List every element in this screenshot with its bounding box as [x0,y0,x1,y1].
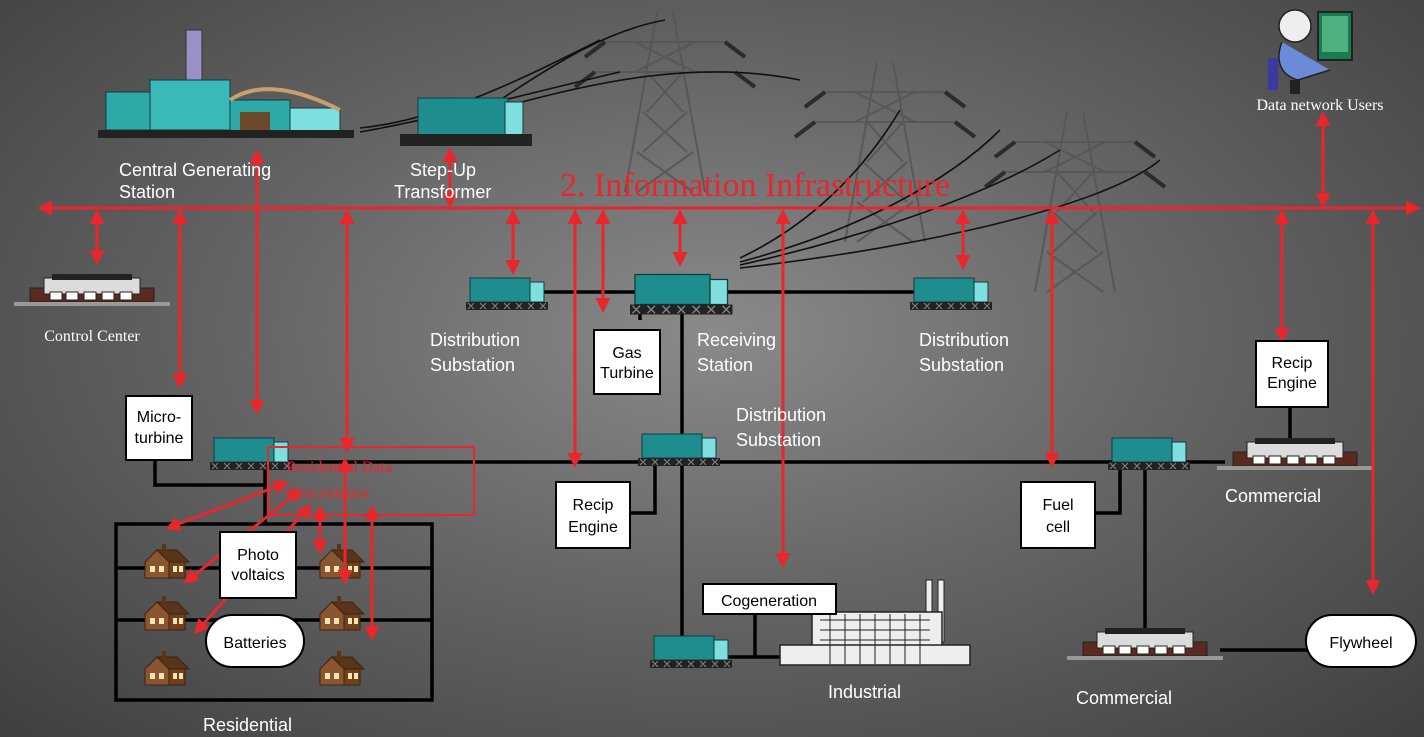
microturbine-box: Micro- turbine [125,395,193,461]
commercial-top-icon [1216,437,1374,471]
step-up-label-1: Step-Up [410,160,476,180]
central-generating-label-2: Station [119,182,175,202]
fuel-cell-box: Fuel cell [1020,481,1096,549]
svg-text:cell: cell [1046,519,1070,536]
svg-text:voltaics: voltaics [231,567,284,584]
commercial-bottom-icon [1066,627,1224,661]
control-center-icon [13,273,171,307]
svg-text:Engine: Engine [1267,375,1317,392]
dist-sub-mid-label-1: Distribution [736,405,826,425]
svg-text:turbine: turbine [135,430,184,447]
commercial-top-label: Commercial [1225,486,1321,506]
dist-sub-left-label-2: Substation [430,355,515,375]
commercial-bottom-label: Commercial [1076,688,1172,708]
control-center-label: Control Center [44,328,140,345]
svg-text:Cogeneration: Cogeneration [721,593,817,610]
gas-turbine-box: Gas Turbine [593,329,661,395]
svg-text:Engine: Engine [568,519,618,536]
central-generating-label-1: Central Generating [119,160,271,180]
svg-text:Batteries: Batteries [223,635,286,652]
svg-text:Micro-: Micro- [137,409,181,426]
svg-text:Recip: Recip [1272,355,1313,372]
svg-text:Recip: Recip [573,497,614,514]
batteries-box: Batteries [205,614,305,668]
industrial-label: Industrial [828,682,901,702]
recip-engine-mid-box: Recip Engine [555,481,631,549]
svg-text:Photo: Photo [237,547,279,564]
svg-text:Flywheel: Flywheel [1329,635,1392,652]
svg-text:Turbine: Turbine [600,365,654,382]
dist-sub-mid-label-2: Substation [736,430,821,450]
central-generating-station-icon [98,29,354,138]
info-infrastructure-title: 2. Information Infrastructure [560,167,950,204]
step-up-label-2: Transformer [394,182,491,202]
receiving-label-1: Receiving [697,330,776,350]
dist-sub-left-label-1: Distribution [430,330,520,350]
industrial-plant-icon [779,579,971,666]
residential-label: Residential [203,715,292,735]
recip-engine-top-box: Recip Engine [1255,340,1329,408]
photovoltaics-box: Photo voltaics [219,531,297,599]
flywheel-box: Flywheel [1305,614,1417,668]
data-network-users-label: Data network Users [1256,97,1383,114]
cogeneration-box: Cogeneration [702,583,837,615]
svg-text:Gas: Gas [612,345,641,362]
res-concentrator-label-1: Residential Data [286,459,392,476]
receiving-label-2: Station [697,355,753,375]
svg-text:Fuel: Fuel [1042,497,1073,514]
dist-sub-right-label-2: Substation [919,355,1004,375]
data-network-user-icon [1268,9,1353,94]
dist-sub-right-label-1: Distribution [919,330,1009,350]
res-concentrator-label-2: Concentrator [286,485,370,502]
step-up-transformer-icon [400,97,532,146]
